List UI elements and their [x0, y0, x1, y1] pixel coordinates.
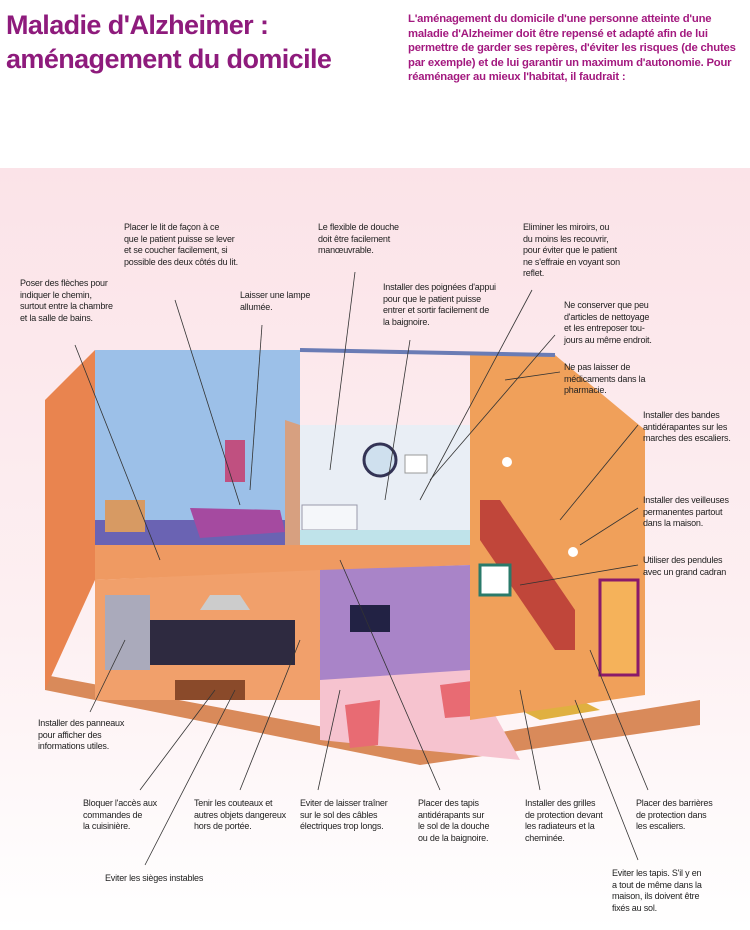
tv [350, 605, 390, 632]
front-door [598, 578, 640, 677]
tip-guards: Installer des grilles de protection deva… [525, 798, 603, 843]
kitchen-counter [150, 620, 295, 665]
ground-slab [45, 675, 700, 765]
wall-clock [478, 563, 512, 597]
stairs [480, 500, 575, 650]
tip-rugs: Eviter les tapis. S'il y en a tout de mê… [612, 868, 702, 913]
tip-night-lights: Installer des veilleuses permanentes par… [643, 495, 729, 529]
bedroom-window [225, 440, 245, 482]
tip-clocks: Utiliser des pendules avec un grand cadr… [643, 555, 727, 577]
bathroom-floor [300, 530, 470, 548]
page-title: Maladie d'Alzheimer : aménagement du dom… [6, 10, 332, 74]
tip-chairs: Eviter les sièges instables [105, 873, 204, 883]
range-hood [200, 595, 250, 610]
tip-signs: Installer des panneaux pour afficher des… [38, 718, 125, 752]
armchair [345, 700, 380, 748]
tip-stove: Bloquer l'accès aux commandes de la cuis… [83, 798, 157, 832]
tip-knives: Tenir les couteaux et autres objets dang… [194, 798, 286, 832]
dresser [105, 500, 145, 532]
fridge [105, 595, 150, 670]
night-light [568, 547, 578, 557]
tip-grab-bars: Installer des poignées d'appui pour que … [383, 282, 496, 327]
tip-cables: Eviter de laisser traîner sur le sol des… [300, 798, 388, 832]
tip-bath-mats: Placer des tapis antidérapants sur le so… [418, 798, 490, 843]
bathroom-side-wall [285, 420, 300, 545]
bedroom-wall [95, 350, 300, 545]
tip-stair-strips: Installer des bandes antidérapantes sur … [643, 410, 731, 444]
tip-mirrors: Eliminer les miroirs, ou du moins les re… [523, 222, 620, 279]
bathtub [301, 504, 358, 531]
tip-stair-gates: Placer des barrières de protection dans … [636, 798, 713, 832]
bed [190, 508, 285, 538]
pharmacy-cabinet [404, 454, 428, 474]
tip-arrows: Poser des flèches pour indiquer le chemi… [20, 278, 113, 323]
tip-shower-hose: Le flexible de douche doit être facileme… [318, 222, 399, 256]
middle-floor-slab [95, 545, 470, 580]
tip-cleaning: Ne conserver que peu d'articles de netto… [564, 300, 652, 345]
left-outer-wall [45, 350, 95, 690]
tip-medication: Ne pas laisser de médicaments dans la ph… [564, 362, 646, 396]
intro-text: L'aménagement du domicile d'une personne… [408, 13, 736, 84]
mirror [362, 442, 398, 478]
leader-lines [74, 271, 649, 866]
night-light [502, 457, 512, 467]
kitchen-table [175, 680, 245, 700]
tip-bed: Placer le lit de façon à ce que le patie… [124, 222, 238, 267]
roof-edge [299, 348, 556, 357]
tip-lamp: Laisser une lampe allumée. [240, 290, 311, 312]
